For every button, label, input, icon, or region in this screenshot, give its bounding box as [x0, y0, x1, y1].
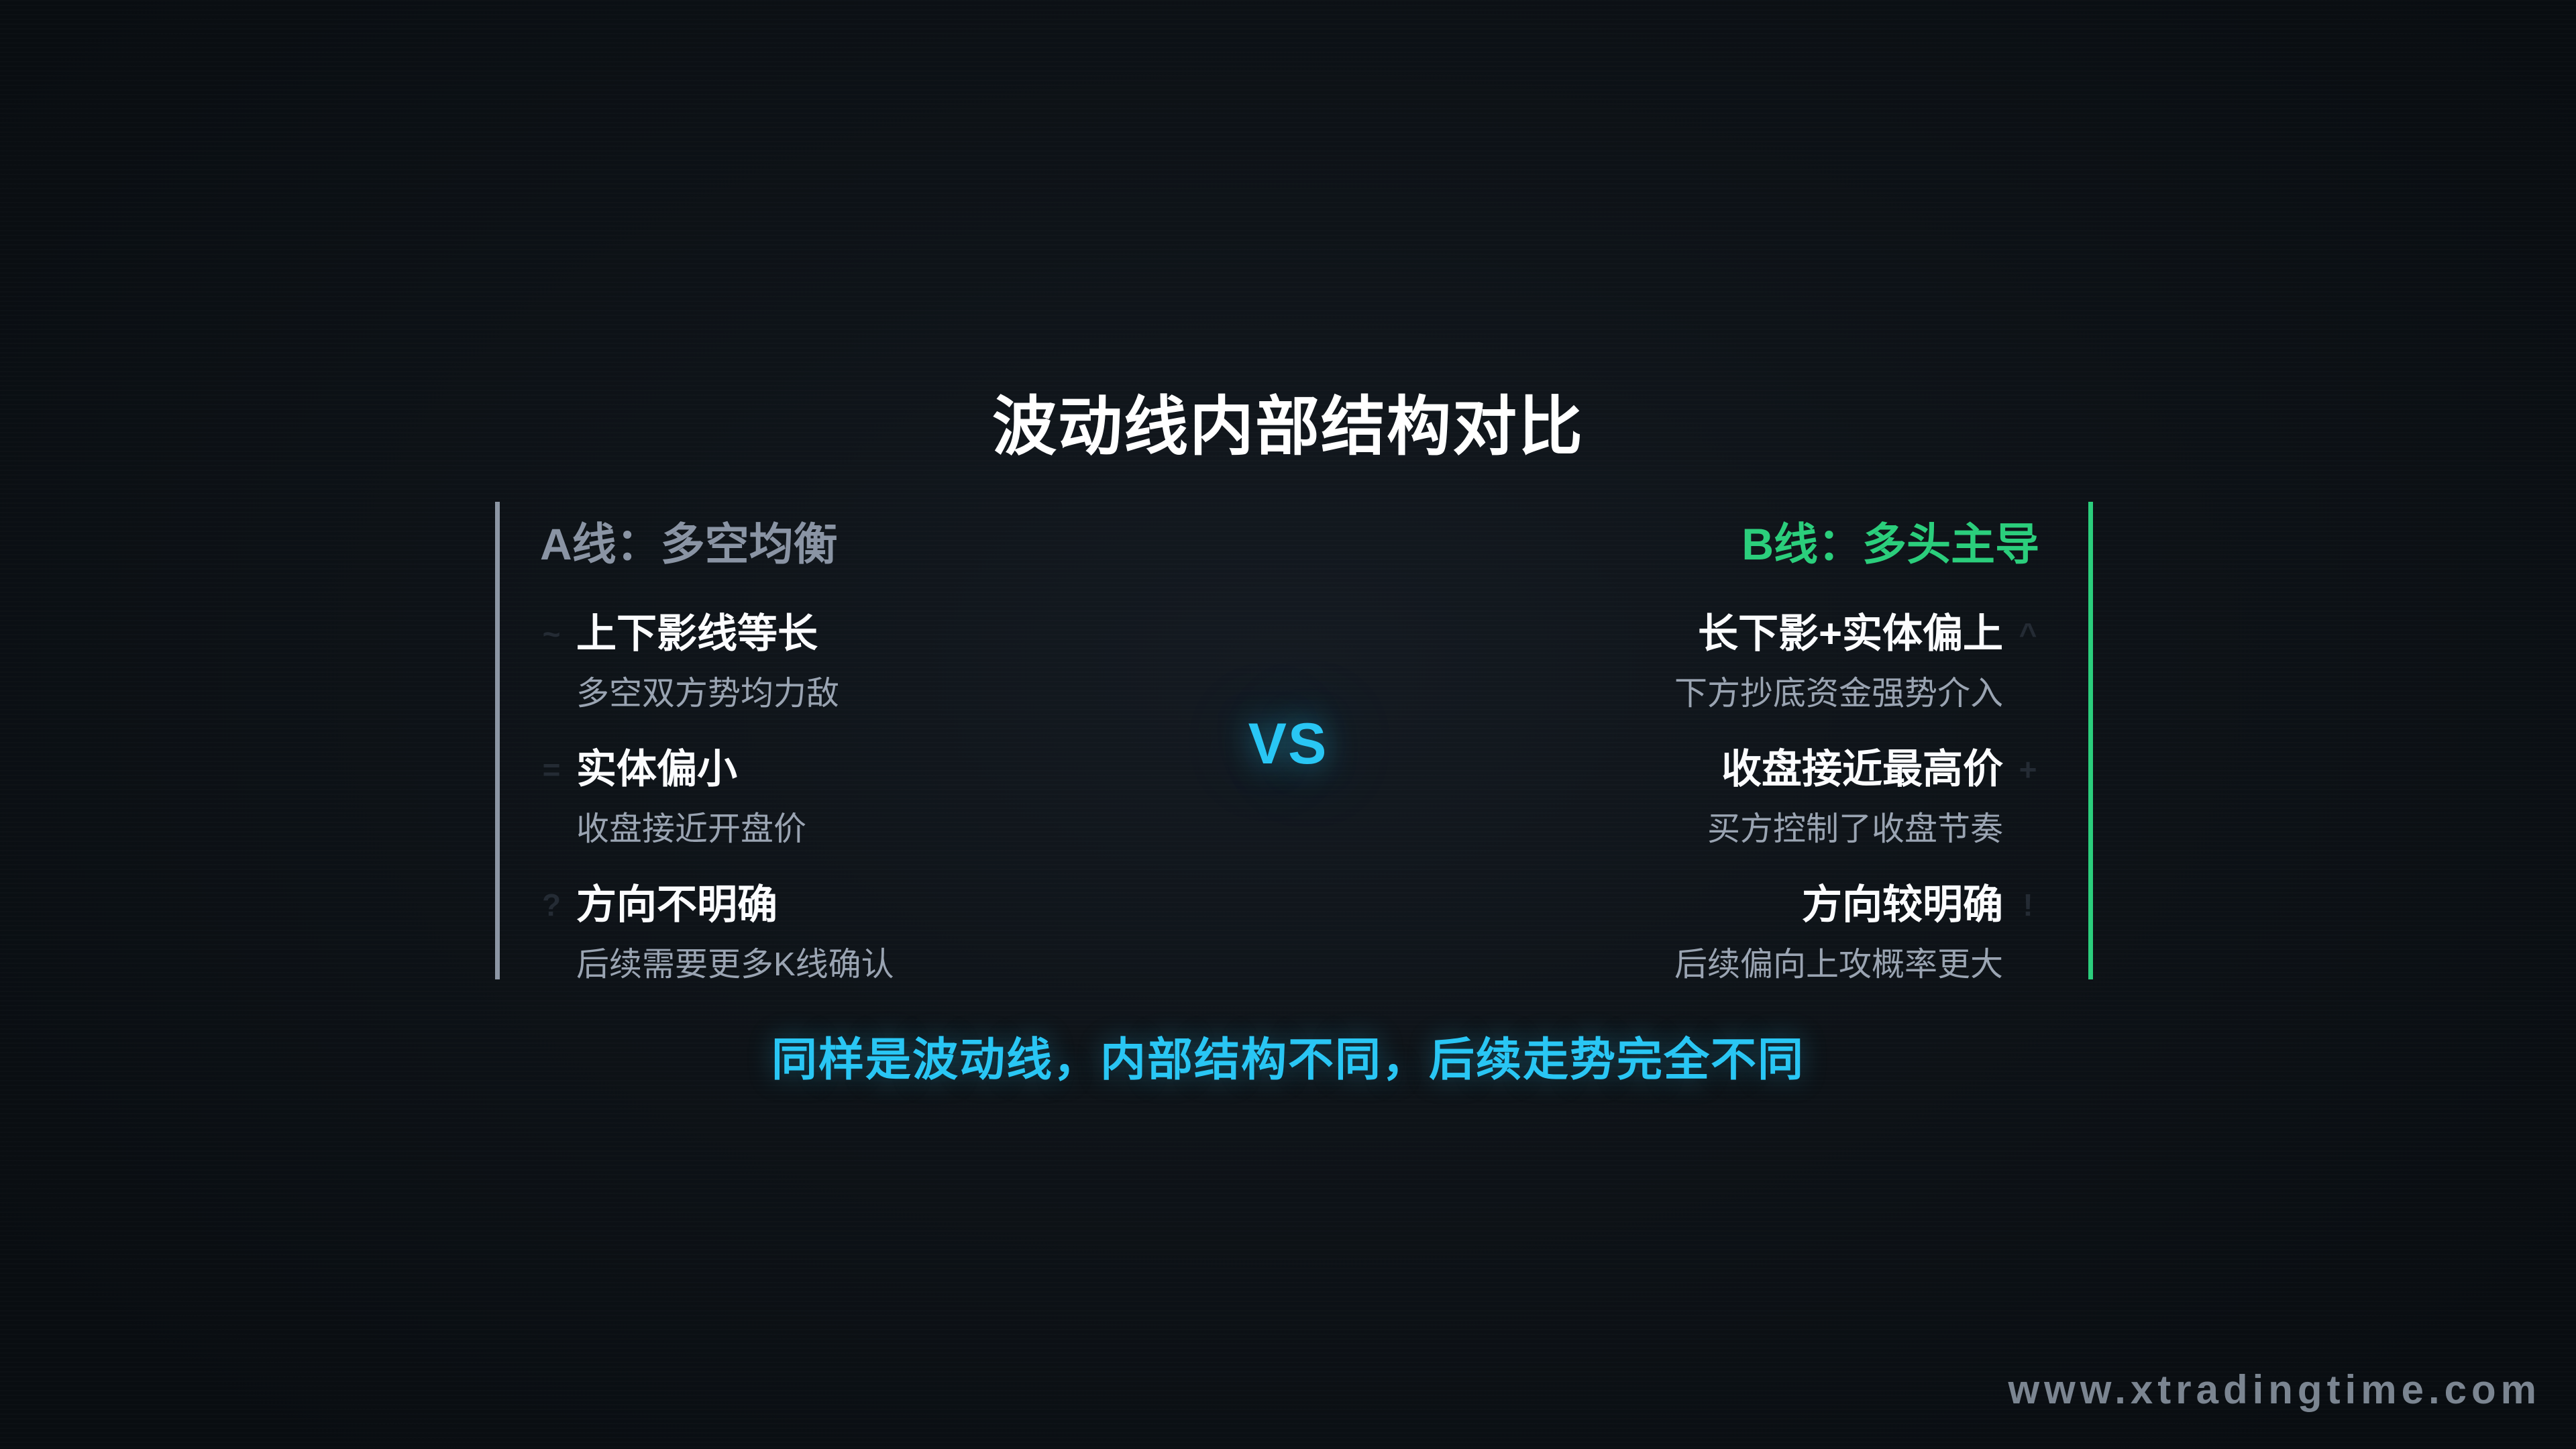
column-a: A线：多空均衡 ~ 上下影线等长 多空双方势均力敌 = 实体偏小 收盘接近开盘价…: [540, 518, 1050, 985]
column-b: B线：多头主导 长下影+实体偏上 ^ 下方抄底资金强势介入 收盘接近最高价 + …: [1529, 518, 2039, 985]
column-b-item-1: 长下影+实体偏上 ^ 下方抄底资金强势介入: [1674, 610, 2039, 714]
page-title: 波动线内部结构对比: [992, 391, 1584, 463]
column-a-header: A线：多空均衡: [540, 519, 838, 569]
column-a-item-1-head: ~ 上下影线等长: [540, 610, 839, 658]
column-a-item-3-head: ? 方向不明确: [540, 881, 894, 929]
column-b-item-1-head: 长下影+实体偏上 ^: [1674, 610, 2039, 658]
column-a-item-1: ~ 上下影线等长 多空双方势均力敌: [540, 610, 839, 714]
column-a-item-1-desc: 多空双方势均力敌: [576, 676, 840, 712]
exclamation-icon: !: [2023, 887, 2033, 922]
column-b-item-3-head: 方向较明确 !: [1674, 881, 2039, 929]
column-b-item-2-desc: 买方控制了收盘节奏: [1707, 810, 2003, 847]
conclusion-text: 同样是波动线，内部结构不同，后续走势完全不同: [771, 1034, 1805, 1085]
column-b-header: B线：多头主导: [1741, 519, 2039, 569]
column-a-item-2-title: 实体偏小: [576, 746, 737, 792]
column-b-item-2-head: 收盘接近最高价 +: [1707, 745, 2039, 794]
question-mark-icon: ?: [541, 887, 561, 922]
column-b-item-2: 收盘接近最高价 + 买方控制了收盘节奏: [1707, 745, 2039, 850]
right-column-divider: [2088, 502, 2093, 979]
column-a-item-2-desc: 收盘接近开盘价: [576, 810, 807, 847]
column-a-item-2: = 实体偏小 收盘接近开盘价: [540, 745, 806, 850]
column-a-item-3: ? 方向不明确 后续需要更多K线确认: [540, 881, 894, 985]
column-a-item-1-title: 上下影线等长: [576, 611, 818, 657]
column-b-item-3: 方向较明确 ! 后续偏向上攻概率更大: [1674, 881, 2039, 985]
tilde-icon: ~: [542, 616, 561, 652]
vs-label: VS: [1248, 712, 1328, 776]
left-column-divider: [495, 502, 500, 979]
column-b-item-2-title: 收盘接近最高价: [1721, 746, 2003, 792]
column-a-item-3-title: 方向不明确: [576, 881, 777, 927]
column-b-item-1-desc: 下方抄底资金强势介入: [1674, 676, 2003, 712]
column-a-item-2-head: = 实体偏小: [540, 745, 806, 794]
plus-icon: +: [2019, 751, 2037, 787]
column-a-item-3-desc: 后续需要更多K线确认: [576, 946, 894, 983]
equals-icon: =: [542, 751, 561, 787]
column-b-item-3-title: 方向较明确: [1802, 881, 2003, 927]
column-b-item-1-title: 长下影+实体偏上: [1697, 611, 2003, 657]
column-b-item-3-desc: 后续偏向上攻概率更大: [1674, 946, 2003, 983]
watermark-url: www.xtradingtime.com: [2008, 1367, 2541, 1412]
caret-icon: ^: [2019, 616, 2037, 652]
